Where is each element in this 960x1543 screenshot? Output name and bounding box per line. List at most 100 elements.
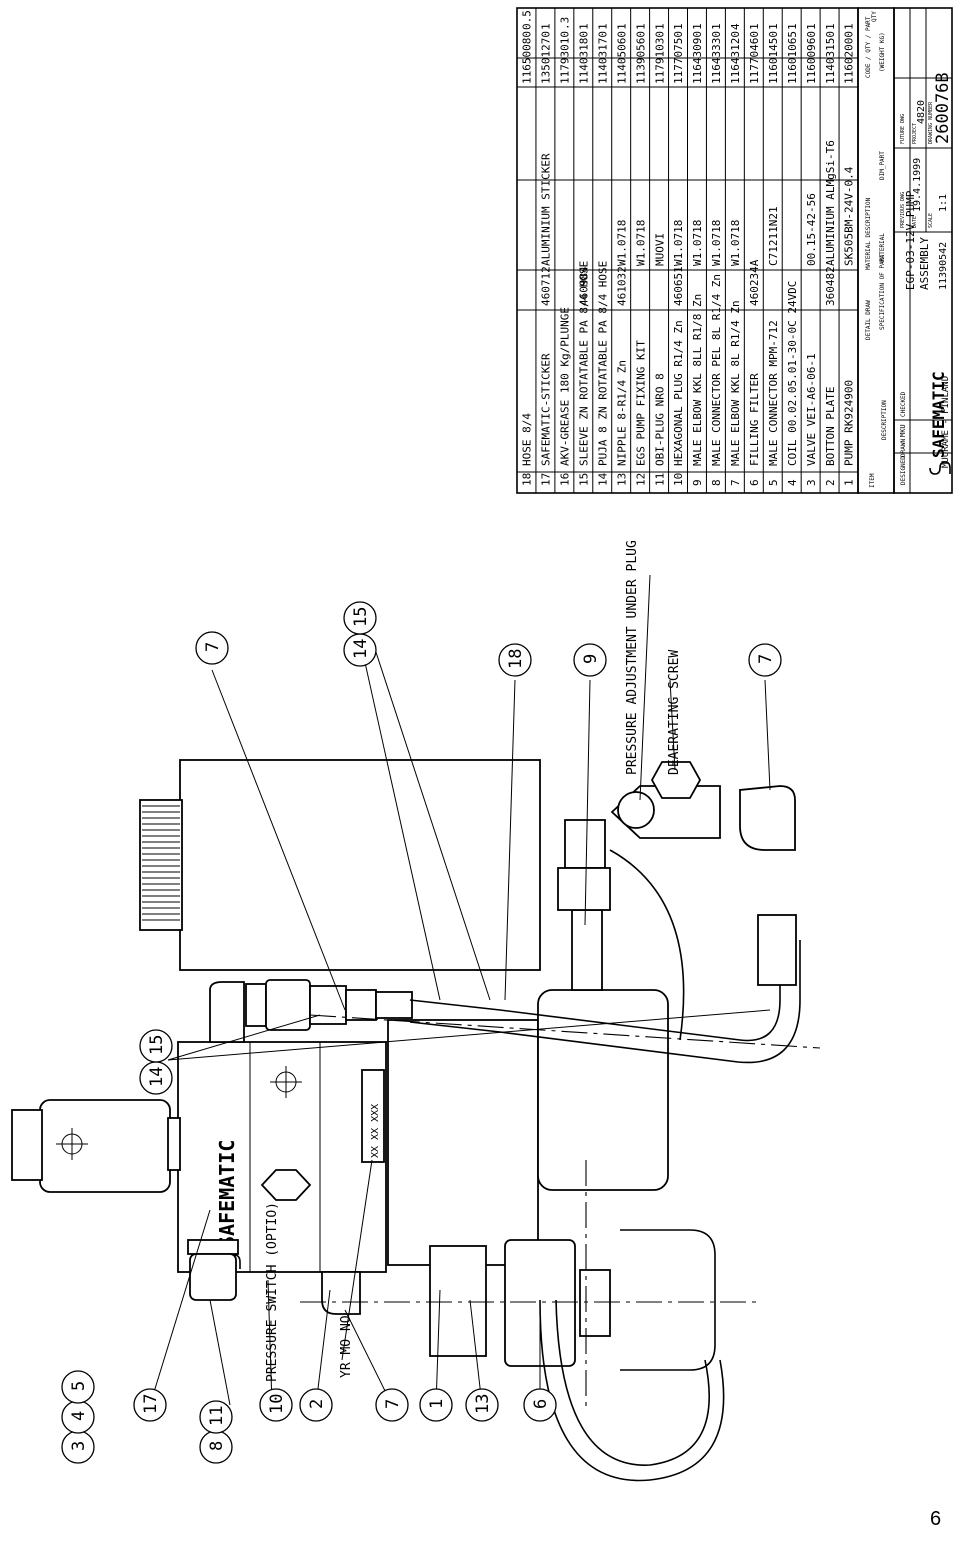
bom-description-cell: NIPPLE 8-R1/4 Zn [615, 360, 628, 466]
bom-material-cell: MUOVI [653, 233, 666, 266]
bom-header-material_desc: MATERIAL DESCRIPTION [865, 197, 872, 270]
balloon-top-18-label: 18 [506, 649, 526, 669]
bom-item-cell: 4 [786, 479, 799, 486]
bom-material-cell: W1.0718 [729, 220, 742, 266]
bom-spec-cell: 460984 [577, 266, 590, 306]
drawn-label: DRAWN [900, 439, 907, 457]
balloon-item-13 [465, 1388, 499, 1422]
balloon-item-11-label: 11 [207, 1406, 227, 1426]
balloon-top-9 [573, 643, 607, 677]
bom-qty-cell: 4 [729, 23, 742, 30]
bom-material-cell: W1.0718 [615, 220, 628, 266]
deaerating-screw [650, 761, 702, 799]
motor-curve [609, 849, 685, 1041]
balloon-top-15 [343, 601, 377, 635]
balloon-item-7-label: 7 [383, 1399, 403, 1409]
project-label: PROJECT [912, 123, 918, 144]
hexagonal-plug [260, 1169, 312, 1201]
note-yr-mo-no: YR MO NO [339, 1315, 354, 1378]
serial-text: XX XX XXX [370, 1104, 381, 1158]
bom-description-cell: MALE ELBOW KKL 8L R1/4 Zn [729, 300, 742, 466]
drawing-title-1: EGP-03-12V PUMP [904, 190, 917, 290]
company-name: SAFEMATIC [929, 371, 948, 458]
bom-header-detail: DETAIL DRAW [865, 300, 872, 340]
bom-description-cell: PUMP RK924900 [843, 380, 856, 466]
scale-value: 1:1 [938, 194, 949, 212]
body-logo-text: SAFEMATIC [215, 1140, 239, 1248]
balloon-item-1 [419, 1388, 453, 1422]
bom-header-description: DESCRIPTION [881, 400, 888, 440]
balloon-top-9-label: 9 [581, 654, 601, 664]
bom-description-cell: FILLING FILTER [748, 373, 761, 466]
balloon-mid-15 [139, 1029, 173, 1063]
pump-motor [387, 1019, 539, 1266]
bom-qty-cell: 1 [710, 23, 723, 30]
bom-material-cell: W1.0718 [672, 220, 685, 266]
balloon-top-7 [195, 631, 229, 665]
bom-description-cell: SLEEVE ZN ROTATABLE PA 8/4 HOSE [577, 261, 590, 466]
balloon-item-7 [375, 1388, 409, 1422]
bom-qty-cell: 1 [540, 23, 553, 30]
drawing-part-code: 11390542 [938, 242, 949, 290]
bom-item-cell: 16 [559, 473, 572, 486]
adjust-screw [617, 791, 655, 829]
bom-item-cell: 7 [729, 479, 742, 486]
balloon-item-6-label: 6 [531, 1399, 551, 1409]
bom-item-cell: 6 [748, 479, 761, 486]
motor-housing [537, 989, 669, 1191]
bom-material-cell: W1.0718 [710, 220, 723, 266]
previous-dwg-label: PREVIOUS DWG [900, 192, 906, 228]
bom-qty-cell: 1 [767, 23, 780, 30]
scale-label: SCALE [928, 213, 934, 228]
bom-spec-cell: 461032 [615, 266, 628, 306]
pump-reservoir [179, 759, 541, 971]
balloon-item-8-label: 8 [207, 1441, 227, 1451]
bom-description-cell: COIL 00.02.05.01-30-0C 24VDC [786, 281, 799, 466]
bom-qty-cell: 1 [843, 23, 856, 30]
bom-qty-cell: 1 [634, 23, 647, 30]
bom-header-material: MATERIAL [879, 233, 886, 262]
bom-material-cell: C71211N21 [767, 206, 780, 266]
reservoir-cap [139, 799, 183, 931]
top-elbow [209, 981, 245, 1043]
fitting-9 [571, 909, 603, 991]
balloon-item-4-label: 4 [69, 1411, 89, 1421]
connector-upper [564, 819, 606, 869]
hose-sleeve [757, 914, 797, 986]
company-location: MUURAME - FINLAND [941, 376, 951, 468]
bom-qty-cell: 0.5 [521, 10, 534, 30]
page-number: 6 [930, 1508, 942, 1530]
manifold-body [177, 1041, 387, 1273]
bom-description-cell: MALE ELBOW KKL 8LL R1/8 Zn [691, 294, 704, 466]
balloon-item-5 [61, 1370, 95, 1404]
bom-material-cell: ALUMINIUM STICKER [540, 153, 553, 266]
balloon-item-13-label: 13 [473, 1394, 493, 1414]
valve-coil [39, 1099, 171, 1193]
bom-description-cell: SAFEMATIC-STICKER [540, 353, 553, 466]
bom-item-cell: 1 [843, 479, 856, 486]
bom-spec-cell: 360482 [824, 266, 837, 306]
balloon-item-10 [259, 1388, 293, 1422]
bom-item-cell: 5 [767, 479, 780, 486]
plug-handle [620, 1229, 716, 1371]
note-deaerating: DEAERATING SCREW [667, 650, 682, 775]
bom-qty-cell: 1 [691, 23, 704, 30]
bom-description-cell: AKV-GREASE 180 Kg/PLUNGE [559, 307, 572, 466]
bom-qty-cell: .3 [559, 17, 572, 30]
bom-description-cell: BOTTON PLATE [824, 387, 837, 466]
hose [409, 940, 781, 1042]
bom-item-cell: 11 [653, 473, 666, 486]
bom-item-cell: 17 [540, 473, 553, 486]
bom-header-code: CODE / QTY / PART [865, 16, 872, 78]
bom-item-cell: 13 [615, 473, 628, 486]
bom-qty-cell: 1 [786, 23, 799, 30]
bom-item-cell: 9 [691, 479, 704, 486]
bom-description-cell: EGS PUMP FIXING KIT [634, 340, 647, 466]
pressure-switch [189, 1253, 237, 1301]
bom-header-dim: DIM_PART [879, 151, 886, 180]
bom-qty-cell: 1 [748, 23, 761, 30]
bom-header-qty: QTY [871, 11, 878, 22]
bom-item-cell: 14 [596, 472, 609, 486]
balloon-top-15-label: 15 [351, 607, 371, 627]
